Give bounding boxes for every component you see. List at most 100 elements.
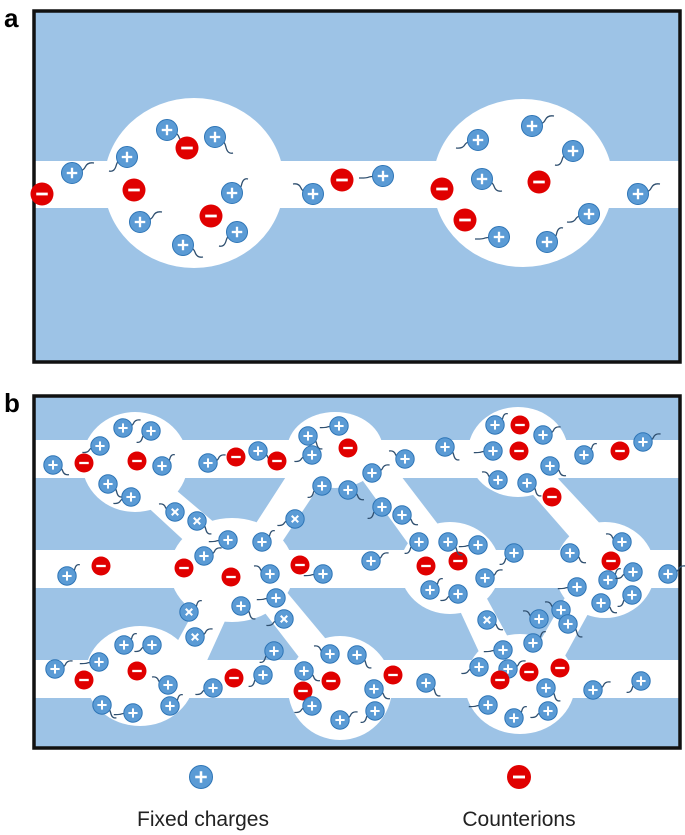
- counterion: [293, 681, 313, 701]
- fixed-charge: [471, 168, 503, 192]
- fixed-charge: [499, 543, 524, 566]
- counterion: [74, 670, 94, 690]
- fixed-charge: [477, 610, 504, 631]
- counterion: [550, 658, 570, 678]
- fixed-charge: [388, 449, 415, 469]
- fixed-charge: [435, 437, 460, 461]
- fixed-charge: [358, 165, 394, 187]
- fixed-charge: [307, 476, 332, 499]
- fixed-charge: [627, 183, 661, 205]
- fixed-charge: [195, 678, 223, 698]
- counterion: [507, 765, 531, 789]
- fixed-charge: [504, 705, 527, 728]
- fixed-charge: [79, 652, 109, 672]
- fixed-charge: [364, 679, 391, 700]
- fixed-charge: [129, 211, 163, 233]
- fixed-charge: [658, 564, 685, 584]
- fixed-charge: [187, 511, 212, 535]
- counterion: [453, 208, 477, 232]
- fixed-charge: [392, 505, 419, 526]
- fixed-charge: [558, 614, 583, 638]
- panel-a-pores: [34, 98, 680, 268]
- fixed-charge: [248, 665, 273, 688]
- fixed-charge: [151, 675, 178, 695]
- fixed-charge: [330, 710, 358, 730]
- fixed-charge: [566, 203, 600, 225]
- fixed-charge: [583, 680, 611, 700]
- fixed-charge: [198, 453, 226, 473]
- counterion: [383, 665, 403, 685]
- fixed-charge: [416, 673, 441, 697]
- fixed-charge: [208, 530, 238, 550]
- fixed-charge: [617, 585, 642, 608]
- fixed-charge: [536, 678, 561, 702]
- fixed-charge: [266, 609, 294, 629]
- fixed-charge: [298, 426, 323, 450]
- counterion: [542, 487, 562, 507]
- fixed-charge: [113, 487, 141, 507]
- fixed-charge: [253, 564, 280, 584]
- panel-a-label: a: [4, 3, 19, 33]
- fixed-charge: [294, 661, 321, 682]
- counterion: [416, 556, 436, 576]
- counterion: [74, 453, 94, 473]
- counterion: [610, 441, 630, 461]
- fixed-charge: [591, 593, 618, 614]
- counterion: [175, 136, 199, 160]
- counterion: [122, 178, 146, 202]
- fixed-charge: [189, 765, 213, 789]
- fixed-charge: [43, 455, 70, 476]
- counterion: [601, 551, 621, 571]
- fixed-charge: [455, 129, 489, 151]
- panel-b-ions: [43, 412, 685, 730]
- fixed-charge: [221, 178, 249, 204]
- counterion: [174, 558, 194, 578]
- fixed-charge: [347, 645, 372, 669]
- counterion: [224, 668, 244, 688]
- legend: Fixed charges Counterions: [137, 765, 576, 831]
- fixed-charge: [361, 551, 389, 571]
- counterion: [127, 451, 147, 471]
- counterion: [490, 670, 510, 690]
- fixed-charge: [172, 234, 204, 258]
- fixed-charge: [533, 425, 561, 445]
- counterion: [267, 451, 287, 471]
- fixed-charge: [194, 546, 222, 566]
- fixed-charge: [61, 162, 95, 184]
- fixed-charge: [404, 532, 429, 555]
- fixed-charge: [481, 470, 508, 490]
- fixed-charge: [615, 562, 643, 582]
- panel-a-ions: [30, 115, 661, 258]
- fixed-charge: [475, 568, 503, 588]
- legend-counterions-label: Counterions: [462, 808, 575, 831]
- fixed-charge: [259, 641, 284, 664]
- counterion: [527, 170, 551, 194]
- fixed-charge: [461, 657, 489, 677]
- fixed-charge: [252, 529, 275, 552]
- fixed-charge: [319, 416, 349, 436]
- fixed-charge: [605, 532, 632, 552]
- counterion: [91, 556, 111, 576]
- fixed-charge: [554, 140, 584, 166]
- legend-fixed-charge: [189, 765, 213, 789]
- fixed-charge: [158, 502, 185, 522]
- fixed-charge: [626, 671, 651, 694]
- fixed-charge: [360, 701, 385, 724]
- panel-b-label: b: [4, 388, 20, 418]
- counterion: [221, 567, 241, 587]
- fixed-charge: [313, 644, 340, 664]
- fixed-charge: [560, 543, 587, 564]
- panel-a: a: [4, 3, 682, 364]
- fixed-charge: [108, 146, 138, 172]
- fixed-charge: [294, 696, 322, 716]
- fixed-charge: [134, 635, 162, 655]
- fixed-charge: [540, 456, 567, 477]
- fixed-charge: [574, 442, 597, 465]
- counterion: [519, 662, 539, 682]
- fixed-charge: [256, 588, 286, 608]
- counterion: [321, 671, 341, 691]
- counterion: [510, 415, 530, 435]
- fixed-charge: [420, 577, 443, 600]
- fixed-charge: [114, 632, 137, 655]
